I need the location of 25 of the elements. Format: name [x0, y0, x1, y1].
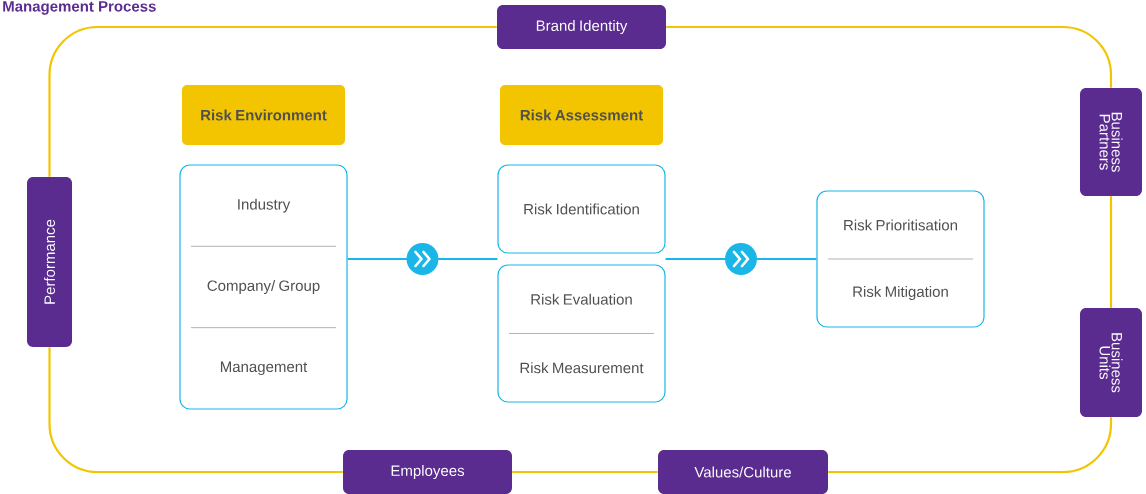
box-text: Industry — [238, 198, 291, 213]
pill-label: Values/Culture — [658, 450, 828, 494]
loop-line — [48, 347, 343, 474]
pill-label: Employees — [343, 450, 512, 494]
arrow — [347, 243, 498, 275]
heading-tab: Risk Environment — [182, 85, 345, 145]
box-text: Management — [220, 361, 308, 376]
box-text: Risk Prioritisation — [844, 219, 957, 231]
box-text: Company/ Group — [207, 280, 320, 294]
title: Management Process — [3, 1, 156, 15]
loop-line — [512, 470, 658, 474]
box-text: Risk Evaluation — [531, 293, 632, 305]
loop-line — [666, 25, 1113, 88]
arrow — [665, 243, 817, 275]
box-text: Risk Mitigation — [853, 286, 948, 300]
pill-label: Performance — [27, 177, 72, 347]
loop-line — [828, 417, 1113, 474]
pill-label: Business Units — [1080, 308, 1142, 417]
pill-label: Business Partners — [1080, 88, 1142, 196]
loop-line — [1109, 196, 1113, 308]
process-box: Risk Identification — [497, 164, 666, 254]
loop-line — [48, 25, 497, 177]
box-text: Risk Measurement — [520, 362, 644, 374]
heading-tab: Risk Assessment — [500, 85, 663, 145]
pill-label: Brand Identity — [497, 5, 666, 49]
